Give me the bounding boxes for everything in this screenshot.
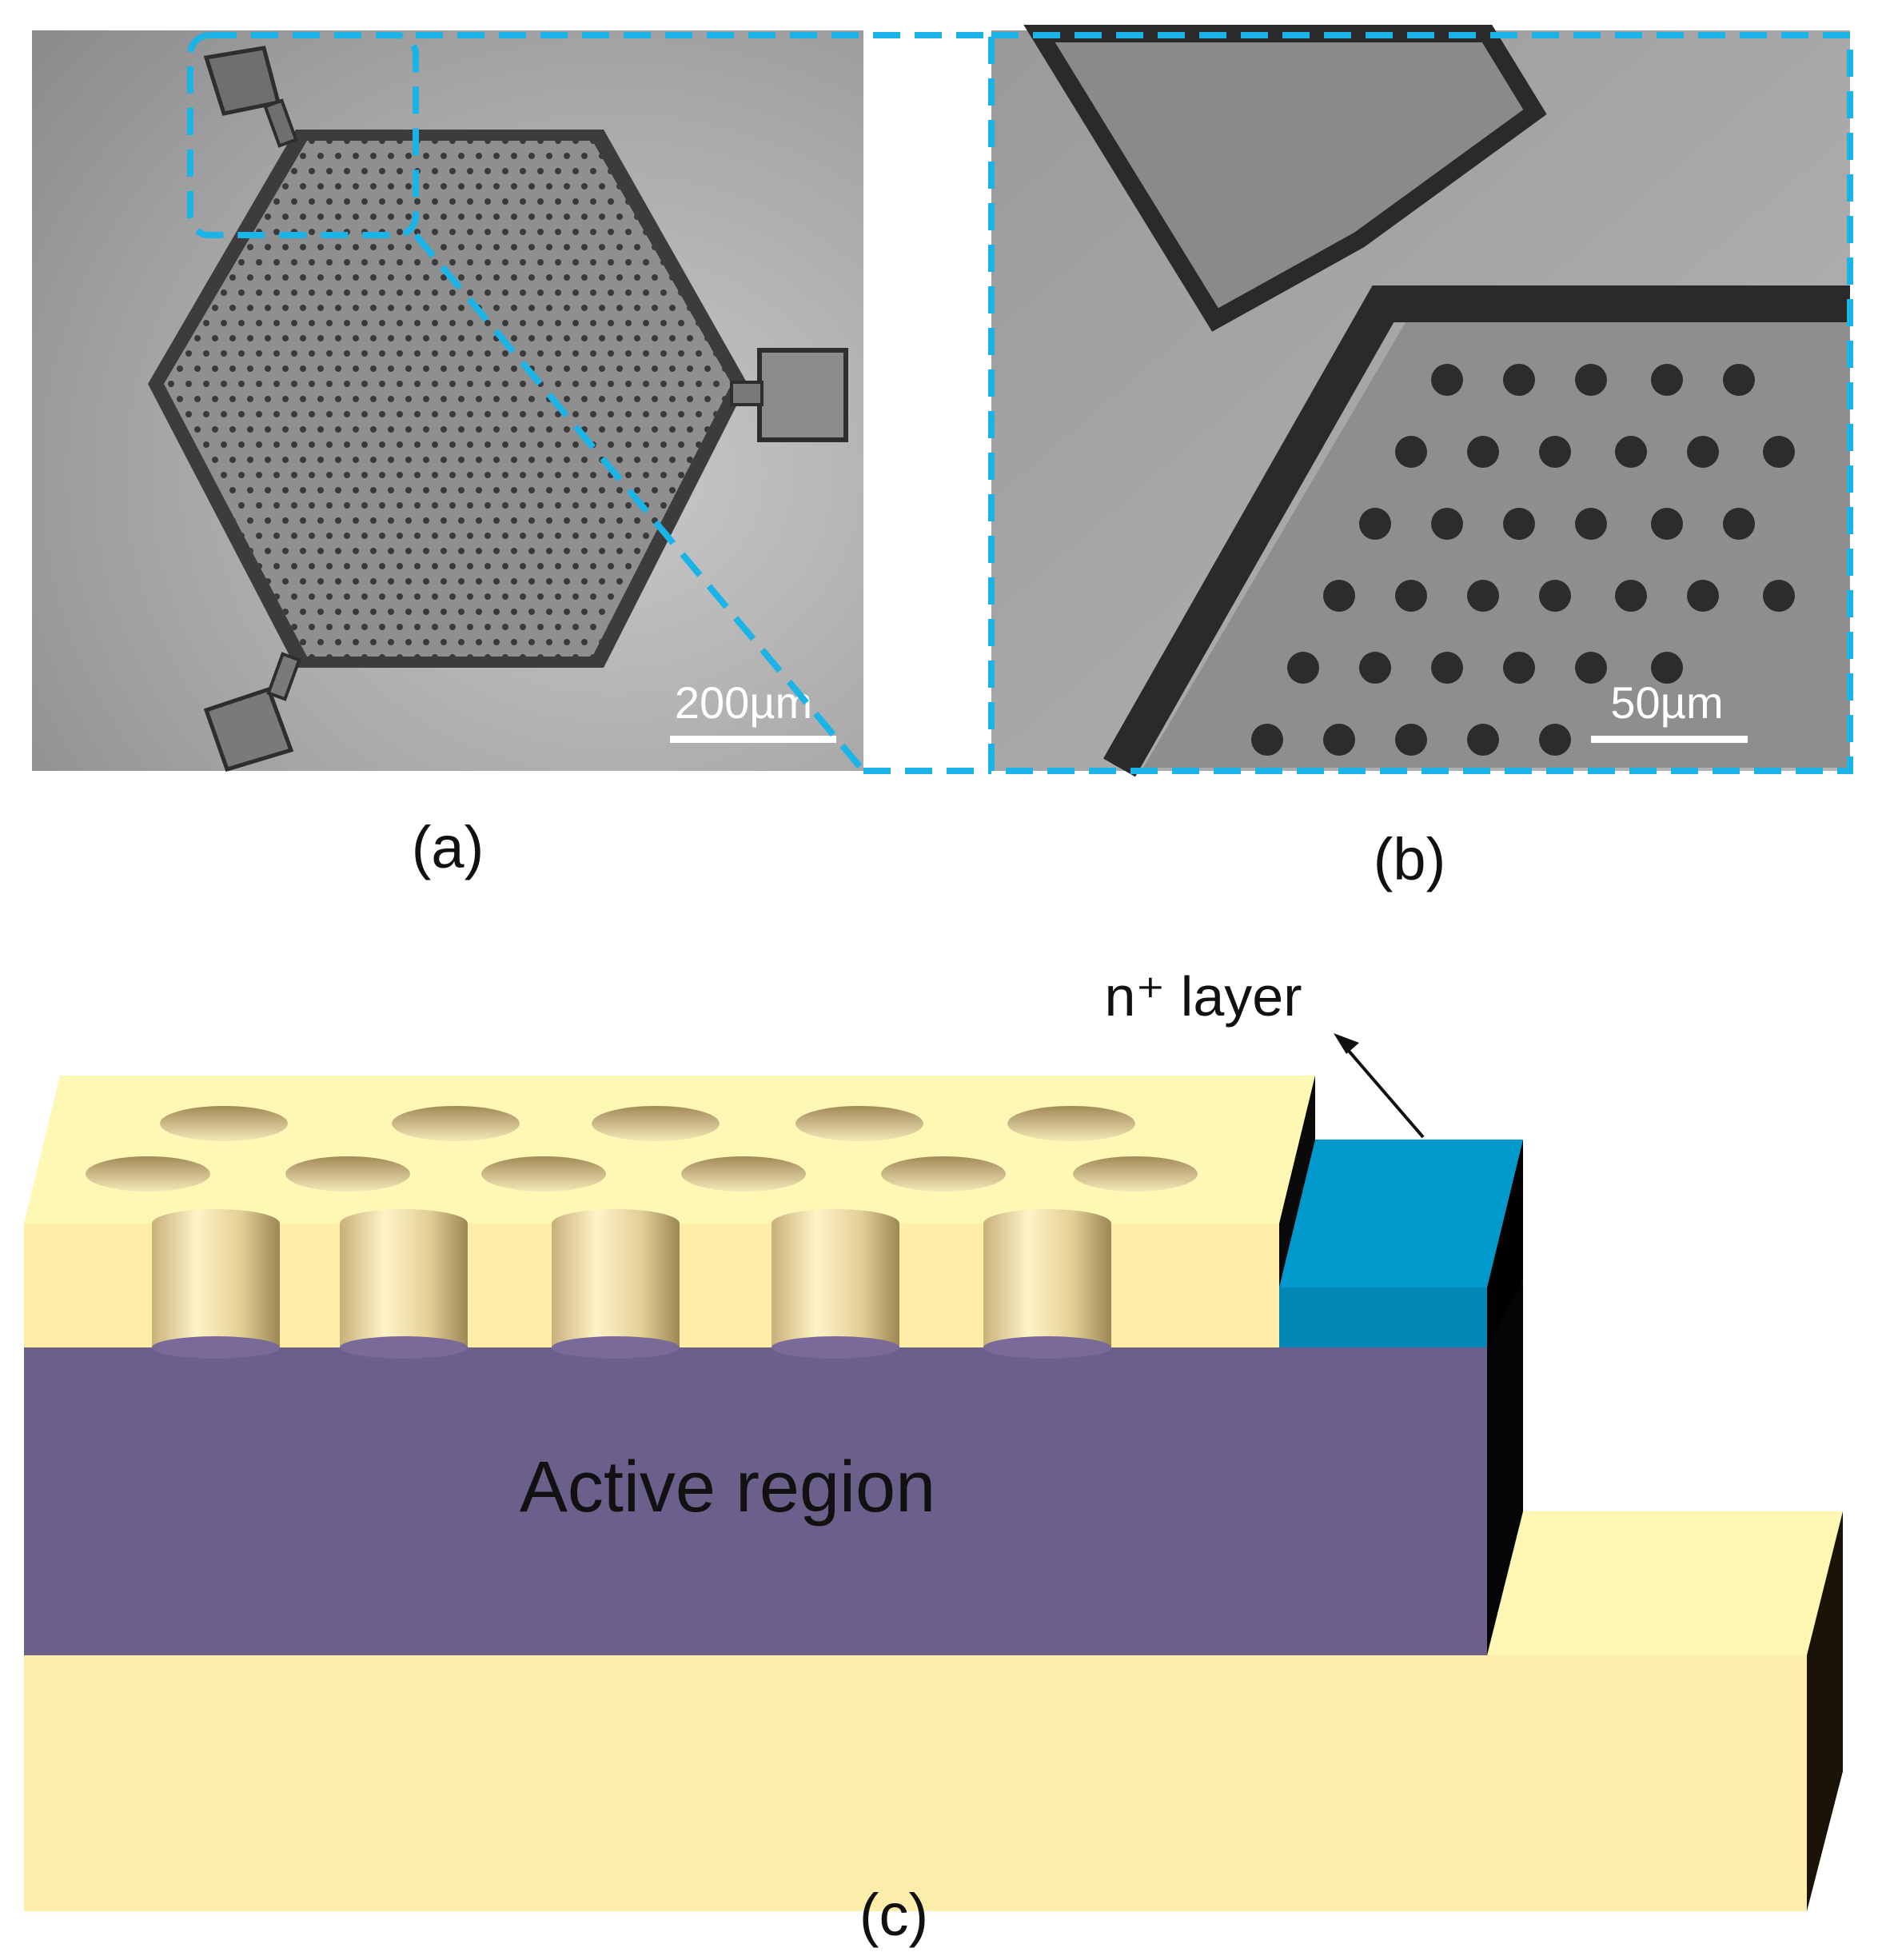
panel-b-label: (b) (1374, 826, 1445, 892)
scale-bar-b (1591, 736, 1748, 743)
zoom-highlight-box (187, 32, 419, 238)
panel-b-sem-image: 50µm (991, 25, 1850, 777)
contact-pad-top-left (203, 46, 298, 148)
cylinder-holes (152, 1209, 1111, 1359)
panel-b-frame (988, 32, 1853, 774)
device-edge-trench (1103, 285, 1850, 777)
n-plus-layer (1279, 1140, 1523, 1347)
panel-c-label: (c) (859, 1882, 928, 1948)
zoom-connector (413, 32, 1853, 774)
top-holes (86, 1106, 1198, 1192)
n-plus-layer-arrow (1334, 1033, 1425, 1139)
active-region-label: Active region (520, 1447, 935, 1527)
panel-a-label: (a) (412, 814, 484, 880)
active-region-layer (24, 1279, 1523, 1655)
scale-bar-a (670, 736, 836, 743)
device-hole-array (164, 141, 732, 657)
contact-pad-bottom-left (203, 652, 301, 772)
zoom-hole-array (1251, 364, 1795, 756)
connector-bottom-line (413, 233, 867, 773)
n-plus-layer-label: n⁺ layer (1104, 965, 1302, 1028)
contact-pad-right (730, 348, 848, 442)
panel-c-schematic: n⁺ layer Active region (24, 965, 1843, 1911)
substrate-layer (24, 1511, 1843, 1911)
panel-a-sem-image: 200µm (32, 30, 863, 772)
scale-bar-b-label: 50µm (1610, 677, 1723, 728)
